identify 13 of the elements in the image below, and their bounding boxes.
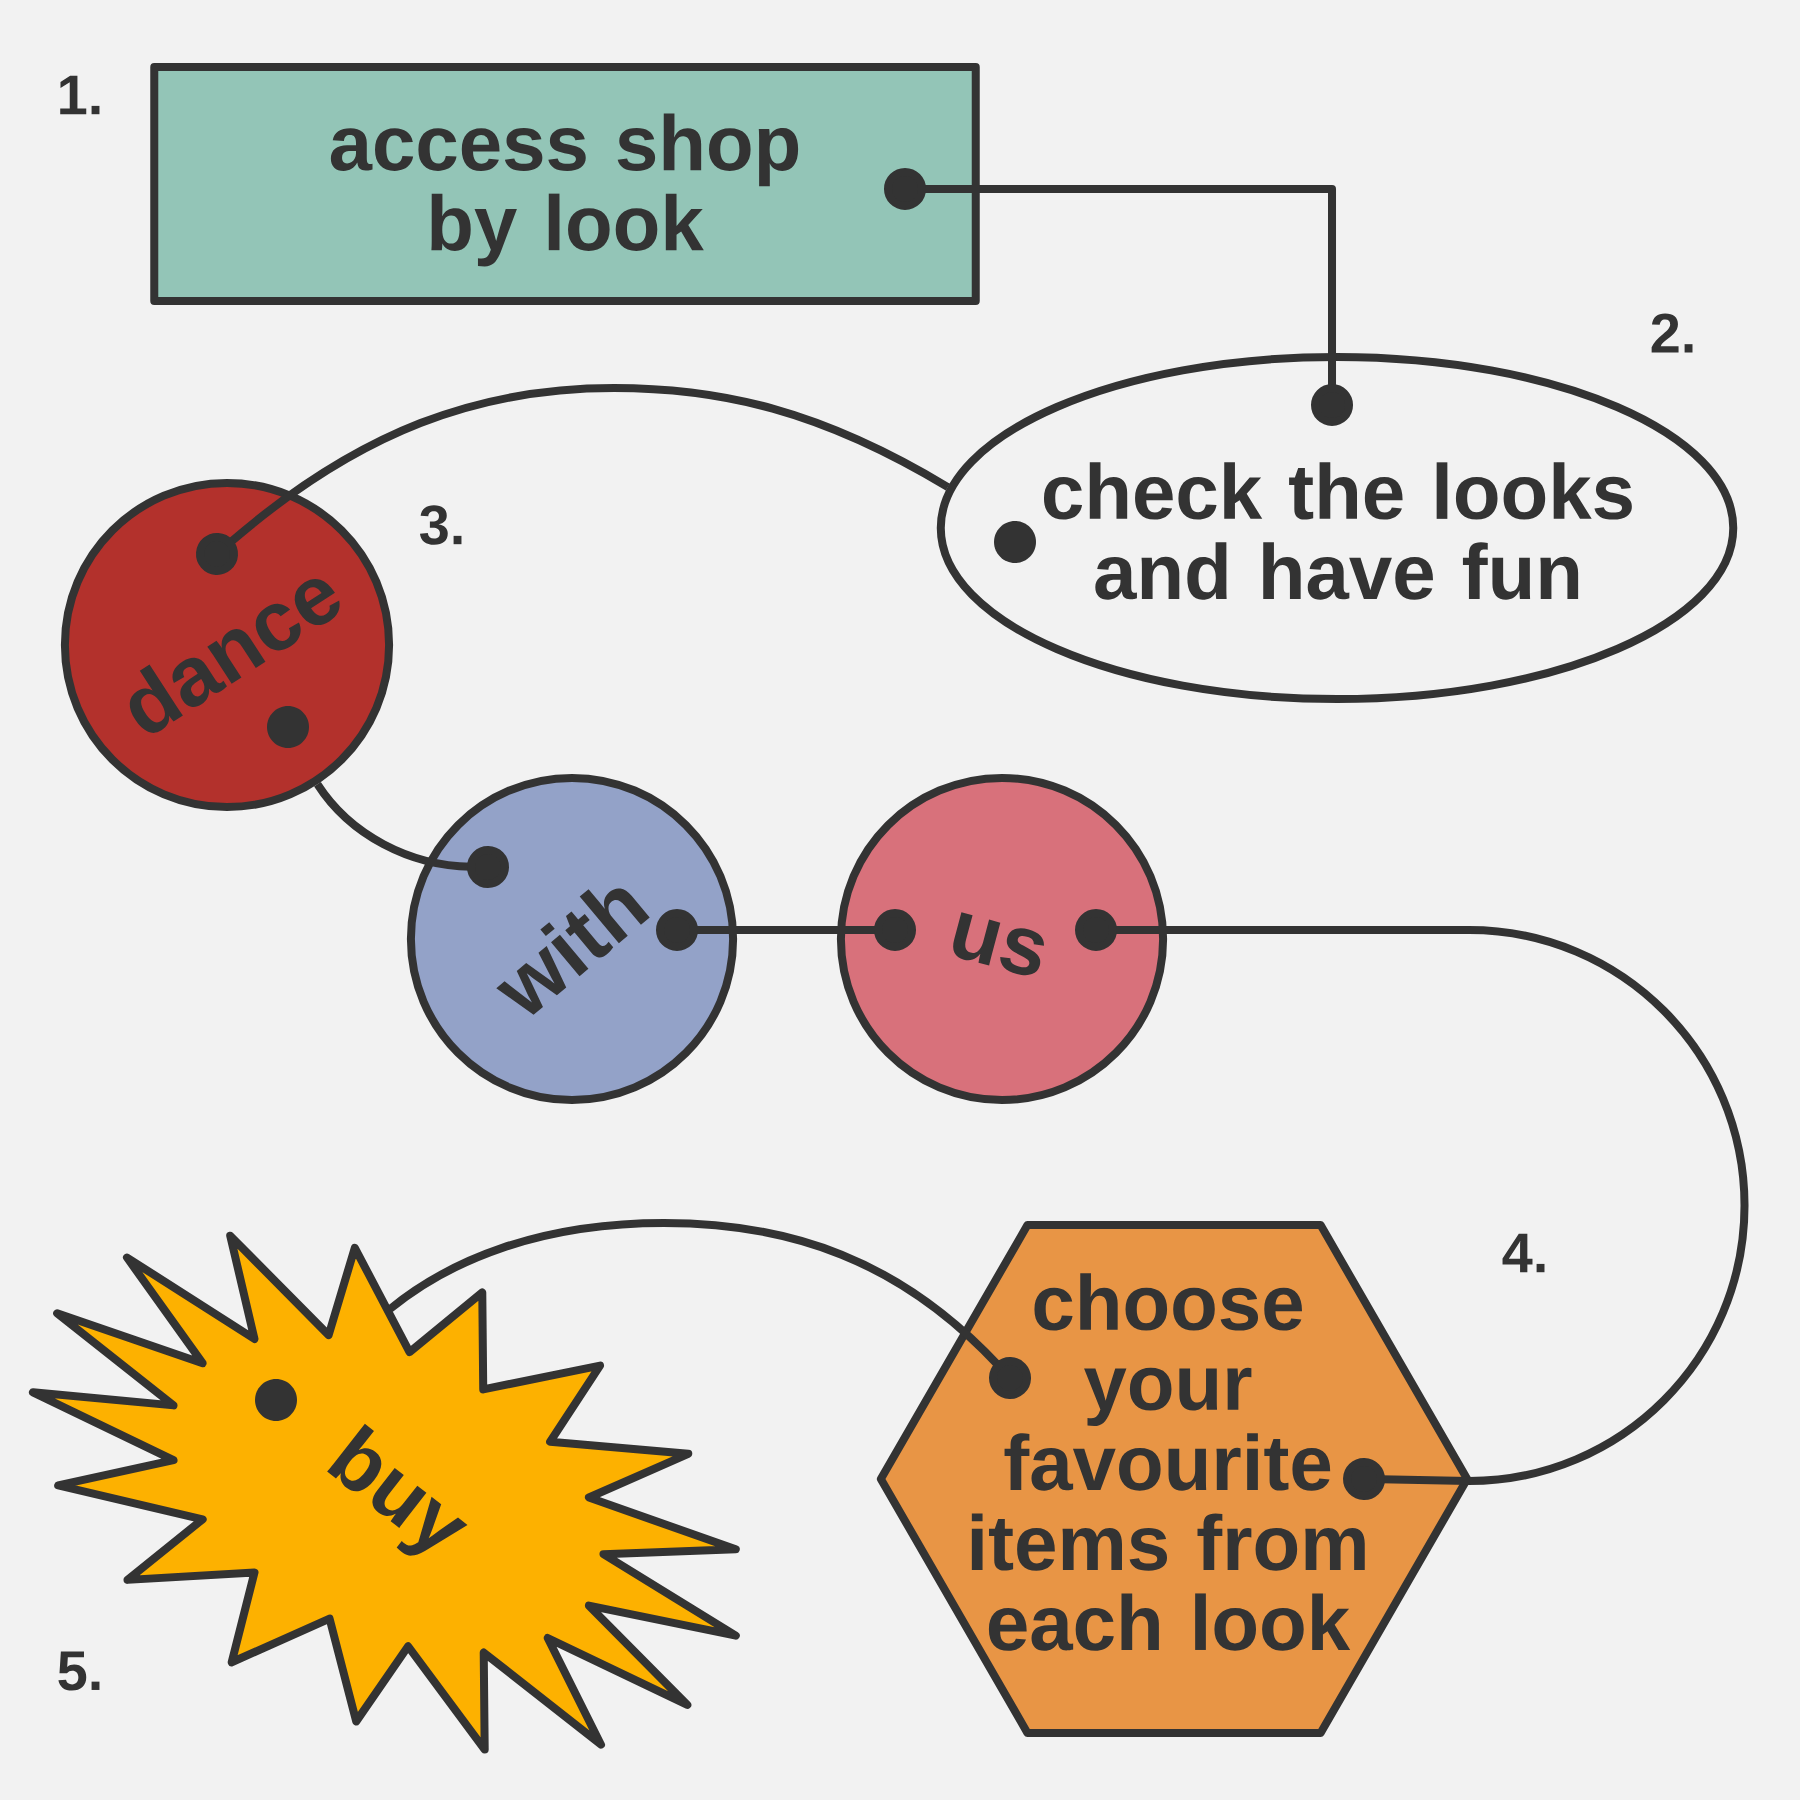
step-number: 4. — [1502, 1233, 1545, 1273]
step-number: 3. — [419, 505, 462, 545]
step-number: 5. — [58, 1651, 100, 1691]
connector — [884, 167, 1354, 426]
step-number: 1. — [60, 75, 100, 115]
connector — [196, 384, 950, 575]
step-number: 2. — [1651, 313, 1693, 353]
connector — [656, 909, 916, 951]
connector — [387, 1219, 1031, 1399]
connector — [314, 781, 509, 888]
box: access shop by look — [150, 62, 980, 306]
connector — [1075, 909, 1749, 1500]
hexagon: choose your favourite items from each look — [876, 1221, 1472, 1737]
